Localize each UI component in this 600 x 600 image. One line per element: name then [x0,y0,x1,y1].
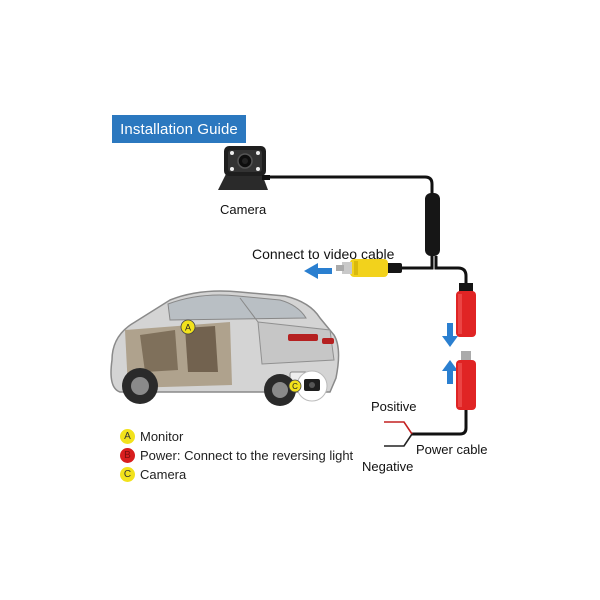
arrow-down-icon [442,323,458,347]
legend-marker-a: A [120,429,135,444]
power-cable [412,410,468,436]
car-marker-a [180,319,196,335]
legend-text-power: Power: Connect to the reversing light [140,448,354,463]
legend-item-monitor: A Monitor [120,427,353,446]
positive-wire [384,421,413,435]
car-illustration: A C [110,290,340,406]
video-cable [400,256,434,270]
car-marker-a-label: A [185,323,191,333]
camera-label: Camera [220,202,267,217]
legend-item-camera: C Camera [120,465,353,484]
legend-marker-b: B [120,448,135,463]
negative-wire [384,433,413,447]
arrow-left-icon [304,263,332,279]
car-marker-c [288,379,302,393]
cable-junction [425,193,440,256]
camera-cable [270,175,434,196]
legend-item-power: B Power: Connect to the reversing light [120,446,353,465]
page-title: Installation Guide [112,115,246,143]
camera-icon [218,146,270,190]
power-branch-cable [434,256,468,284]
negative-label: Negative [362,459,414,474]
power-cable-label: Power cable [416,442,488,457]
positive-label: Positive [371,399,417,414]
connect-video-label: Connect to video cable [252,246,395,262]
legend-text-monitor: Monitor [140,429,184,444]
legend-marker-c: C [120,467,135,482]
legend-text-camera: Camera [140,467,187,482]
rca-connector [336,259,402,277]
car-marker-c-label: C [292,382,298,391]
legend: A Monitor B Power: Connect to the revers… [120,427,353,484]
arrow-up-icon [442,360,458,384]
power-plug-female [456,283,476,337]
power-plug-male [456,351,476,410]
